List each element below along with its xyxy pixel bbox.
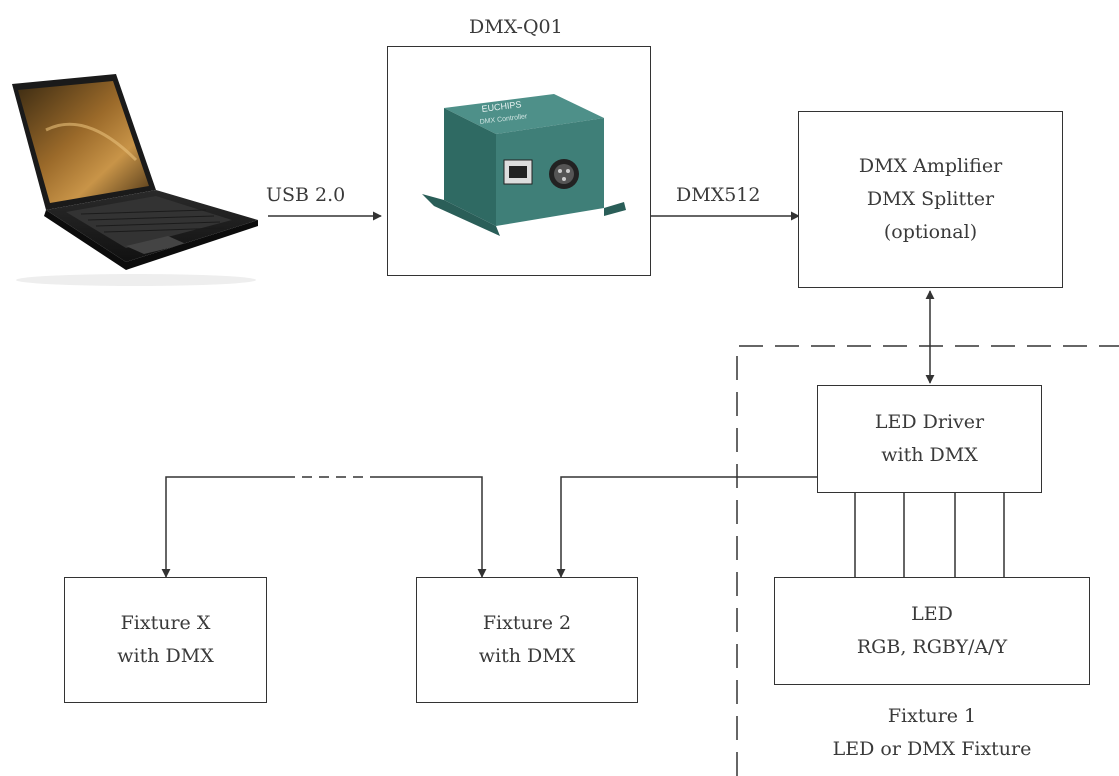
fixture-x-line-1: Fixture X xyxy=(120,612,211,634)
laptop-icon xyxy=(12,74,258,286)
controller-box: EUCHIPS DMX Controller xyxy=(387,46,651,276)
driver-line-1: LED Driver xyxy=(874,411,985,433)
dmx512-label: DMX512 xyxy=(676,184,761,206)
amplifier-line-1: DMX Amplifier xyxy=(858,155,1003,177)
led-driver-box: LED Driver with DMX xyxy=(817,385,1042,493)
fixture-chain-left xyxy=(161,476,285,578)
usb-label: USB 2.0 xyxy=(266,184,346,206)
fixture1-boundary xyxy=(736,345,1119,776)
fixture-x-line-2: with DMX xyxy=(117,645,214,667)
amplifier-line-2: DMX Splitter xyxy=(866,188,995,210)
fixture-2-line-2: with DMX xyxy=(478,645,576,667)
led-box: LED RGB, RGBY/A/Y xyxy=(774,577,1090,685)
driver-line-2: with DMX xyxy=(881,444,978,466)
fixture1-line-1: Fixture 1 xyxy=(887,705,977,727)
fixture1-caption: Fixture 1 LED or DMX Fixture xyxy=(774,700,1090,766)
led-line-2: RGB, RGBY/A/Y xyxy=(856,636,1008,658)
dmx-controller-device-icon: EUCHIPS DMX Controller xyxy=(422,94,626,236)
fixture-x-box: Fixture X with DMX xyxy=(64,577,267,703)
dmx-amplifier-box: DMX Amplifier DMX Splitter (optional) xyxy=(798,111,1063,288)
fixture-2-box: Fixture 2 with DMX xyxy=(416,577,638,703)
fixture-2-line-1: Fixture 2 xyxy=(482,612,572,634)
fixture-chain-right xyxy=(375,476,487,578)
device-brand-text: EUCHIPS xyxy=(481,99,522,114)
controller-title: DMX-Q01 xyxy=(469,16,563,38)
laptop-image xyxy=(6,70,262,292)
fixture1-line-2: LED or DMX Fixture xyxy=(832,738,1032,760)
led-line-1: LED xyxy=(911,603,953,625)
amplifier-line-3: (optional) xyxy=(883,221,978,243)
driver-to-fixture2-line xyxy=(556,476,817,578)
